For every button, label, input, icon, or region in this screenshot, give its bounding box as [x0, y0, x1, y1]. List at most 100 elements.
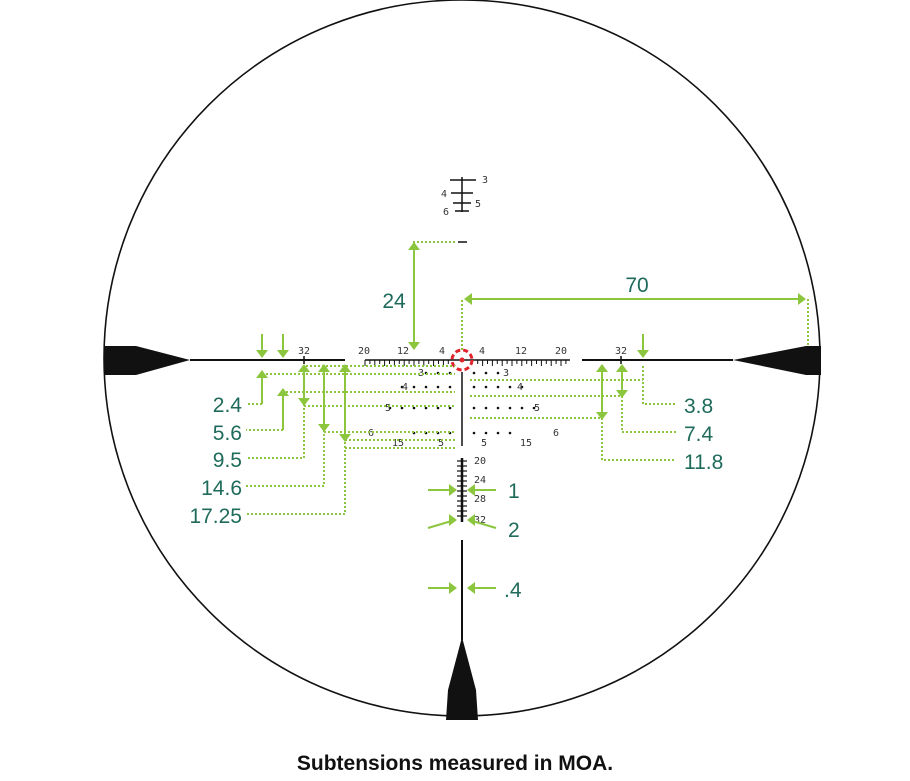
arrowhead [277, 388, 289, 396]
dim-label-24: 24 [382, 290, 406, 313]
scale-left-20: 20 [358, 346, 370, 357]
arrowhead [616, 390, 628, 398]
holdover-dot [520, 406, 524, 410]
scale-left-12: 12 [397, 346, 409, 357]
arrowhead [339, 364, 351, 372]
right-32-label: 32 [615, 346, 627, 357]
dim-label-0-4: .4 [504, 579, 522, 602]
arrowhead [637, 350, 649, 358]
dim-24-leader [413, 241, 455, 345]
dim-label-17-25: 17.25 [189, 505, 242, 528]
scale-left-4: 4 [439, 346, 445, 357]
holdover-dot [484, 431, 488, 435]
dim-label-14-6: 14.6 [201, 477, 242, 500]
holdover-dot [472, 371, 476, 375]
holdover-dot [484, 371, 488, 375]
center-scale-ticks [364, 360, 567, 366]
arrowhead [467, 582, 475, 594]
holdover-dot [508, 406, 512, 410]
holdover-dot [520, 385, 524, 389]
arrowhead [464, 293, 472, 305]
holdover-dot [508, 385, 512, 389]
center-dot [459, 357, 465, 363]
dim-label-3-8: 3.8 [684, 395, 713, 418]
hold-3-left: 3 [418, 368, 424, 379]
dim-label-2: 2 [508, 519, 520, 542]
arrowhead [408, 242, 420, 250]
lower-post-ticks [457, 460, 467, 517]
holdover-dot [424, 385, 428, 389]
lower-32: 32 [474, 515, 486, 526]
arrowhead [449, 484, 457, 496]
wind-15-right: 15 [520, 438, 532, 449]
holdover-dot [496, 406, 500, 410]
arrowhead [449, 514, 457, 526]
arrowhead [449, 582, 457, 594]
hold-5-left: 5 [385, 403, 391, 414]
arrowhead [467, 514, 475, 526]
dotted-leaders [246, 365, 676, 515]
arrowhead [298, 364, 310, 372]
arrowhead [408, 342, 420, 350]
wind-5-left: 5 [438, 438, 444, 449]
dim-label-7-4: 7.4 [684, 423, 714, 446]
holdover-dot [436, 406, 440, 410]
arrowhead [596, 412, 608, 420]
holdover-dot [424, 406, 428, 410]
bottom-thick-post [446, 637, 478, 720]
arrowhead [616, 364, 628, 372]
hold-4-left: 4 [402, 382, 408, 393]
lower-24: 24 [474, 475, 486, 486]
upper-label-4: 4 [441, 189, 447, 200]
dim-label-2-4: 2.4 [213, 394, 243, 417]
scale-right-20: 20 [555, 346, 567, 357]
holdover-dot [400, 406, 404, 410]
holdover-dot [412, 406, 416, 410]
arrowhead [339, 434, 351, 442]
hold-6-right: 6 [553, 428, 559, 439]
upper-label-5: 5 [475, 199, 481, 210]
arrowhead [298, 398, 310, 406]
lower-20: 20 [474, 456, 486, 467]
holdover-dot [436, 385, 440, 389]
arrowhead [467, 484, 475, 496]
left-32-label: 32 [298, 346, 310, 357]
wind-5-right: 5 [481, 438, 487, 449]
wind-15-left: 15 [392, 438, 404, 449]
holdover-dot [448, 406, 452, 410]
dim-label-70: 70 [625, 274, 648, 297]
dim-label-5-6: 5.6 [213, 422, 242, 445]
holdover-dot [472, 431, 476, 435]
scale-right-4: 4 [479, 346, 485, 357]
dim-label-9-5: 9.5 [213, 449, 242, 472]
holdover-dot [472, 406, 476, 410]
arrowhead [596, 364, 608, 372]
holdover-dot [496, 385, 500, 389]
scale-right-12: 12 [515, 346, 527, 357]
holdover-dot [496, 431, 500, 435]
hold-3-right: 3 [503, 368, 509, 379]
center-circle [450, 348, 474, 372]
holdover-dot [412, 385, 416, 389]
hold-5-right: 5 [534, 403, 540, 414]
right-thick-post [733, 346, 821, 375]
holdover-dot [448, 385, 452, 389]
upper-label-6: 6 [443, 207, 449, 218]
arrowhead [277, 350, 289, 358]
holdover-dot [496, 371, 500, 375]
dimension-arrowheads [256, 242, 806, 594]
holdover-dot [484, 385, 488, 389]
arrowhead [318, 364, 330, 372]
dim-label-1: 1 [508, 480, 520, 503]
lower-28: 28 [474, 494, 486, 505]
holdover-dot [400, 385, 404, 389]
holdover-dot [388, 406, 392, 410]
dimension-lines [246, 241, 809, 589]
hold-4-right: 4 [517, 382, 523, 393]
caption: Subtensions measured in MOA. [296, 752, 614, 775]
dim-label-11-8: 11.8 [684, 451, 723, 474]
arrowhead [798, 293, 806, 305]
hold-6-left: 6 [368, 428, 374, 439]
left-thick-post [104, 346, 190, 375]
